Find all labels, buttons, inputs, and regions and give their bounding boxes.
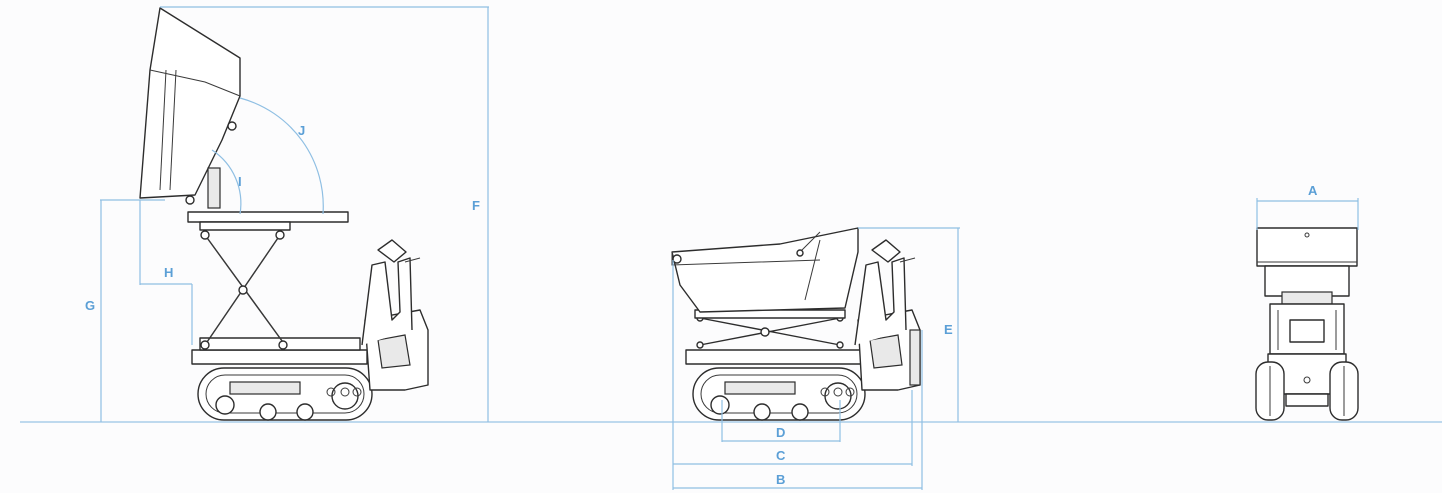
dimension-B-label: B [776, 472, 785, 487]
dump-skip-lowered [671, 227, 859, 313]
scissor-lift-raised [200, 230, 288, 350]
angle-I-label: I [238, 174, 242, 189]
dimension-D-label: D [776, 425, 785, 440]
handle-column-raised [361, 257, 413, 346]
dimension-E-group [858, 227, 960, 422]
rear-skip [1256, 227, 1358, 267]
dimension-H-group [139, 200, 193, 345]
dimension-A-label: A [1308, 183, 1318, 198]
dimension-G-group [100, 199, 165, 422]
dump-skip-raised [139, 7, 241, 199]
chassis-raised [191, 349, 368, 365]
dimension-H-label: H [164, 265, 173, 280]
dimension-F-label: F [472, 198, 480, 213]
angle-I-group [211, 149, 242, 215]
side-view-lowered-machine [671, 227, 921, 421]
chassis-lowered [685, 349, 862, 365]
dimension-G-label: G [85, 298, 95, 313]
dimension-D-group [721, 400, 841, 442]
angle-J-label: J [298, 123, 305, 138]
side-view-raised-machine [139, 7, 429, 421]
dimension-A-group [1256, 198, 1359, 230]
dimension-E-label: E [944, 322, 953, 337]
scissor-lift-lowered [696, 314, 844, 349]
dimension-F-group [160, 6, 489, 422]
rear-view-machine [1255, 227, 1359, 421]
dimension-C-label: C [776, 448, 786, 463]
handle-column-lowered [854, 257, 907, 346]
angle-J-group [239, 97, 324, 215]
dimension-B-group [672, 330, 923, 490]
dimension-C-group [672, 260, 913, 466]
platform-raised [187, 211, 349, 223]
